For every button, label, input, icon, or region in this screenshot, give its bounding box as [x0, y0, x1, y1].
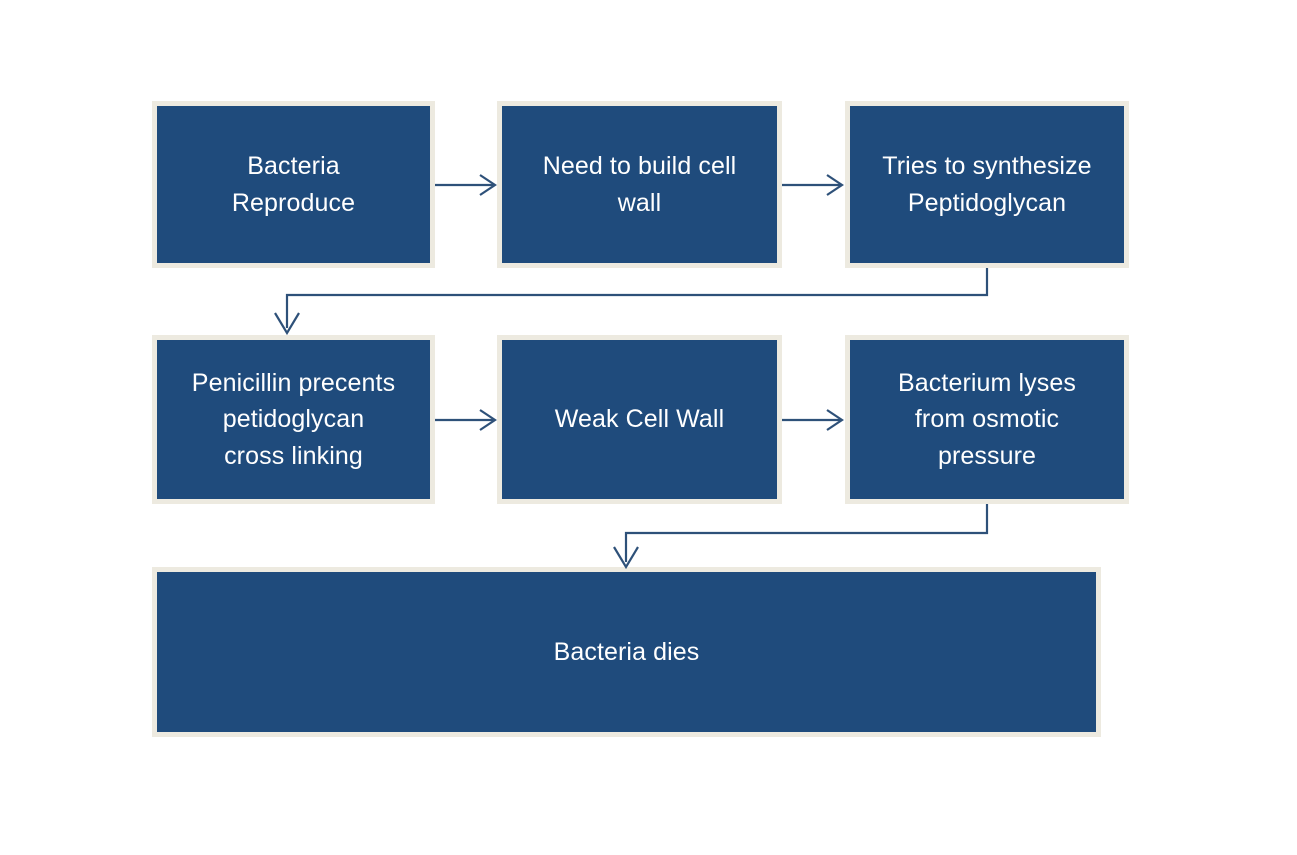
connector-arrow-4	[435, 405, 499, 435]
connector-arrow-1	[435, 170, 499, 200]
connector-arrow-2	[782, 170, 846, 200]
node-label: Tries to synthesize Peptidoglycan	[882, 152, 1092, 217]
node-bacteria-dies[interactable]: Bacteria dies	[152, 567, 1101, 737]
node-bacteria-reproduce[interactable]: Bacteria Reproduce	[152, 101, 435, 268]
node-need-build-cell-wall[interactable]: Need to build cell wall	[497, 101, 782, 268]
connector-arrow-5	[782, 405, 846, 435]
node-weak-cell-wall[interactable]: Weak Cell Wall	[497, 335, 782, 504]
connector-arrow-6	[613, 504, 990, 570]
node-label: Bacteria Reproduce	[231, 152, 356, 217]
node-label: Penicillin precents petidoglycan cross l…	[191, 369, 396, 470]
node-label: Bacteria dies	[553, 637, 700, 666]
connector-arrow-3	[274, 268, 992, 338]
node-label: Bacterium lyses from osmotic pressure	[898, 369, 1076, 470]
node-bacterium-lyses[interactable]: Bacterium lyses from osmotic pressure	[845, 335, 1129, 504]
node-label: Need to build cell wall	[542, 152, 737, 217]
node-tries-synthesize-peptidoglycan[interactable]: Tries to synthesize Peptidoglycan	[845, 101, 1129, 268]
node-label: Weak Cell Wall	[554, 405, 725, 434]
node-penicillin-prevents-crosslinking[interactable]: Penicillin precents petidoglycan cross l…	[152, 335, 435, 504]
